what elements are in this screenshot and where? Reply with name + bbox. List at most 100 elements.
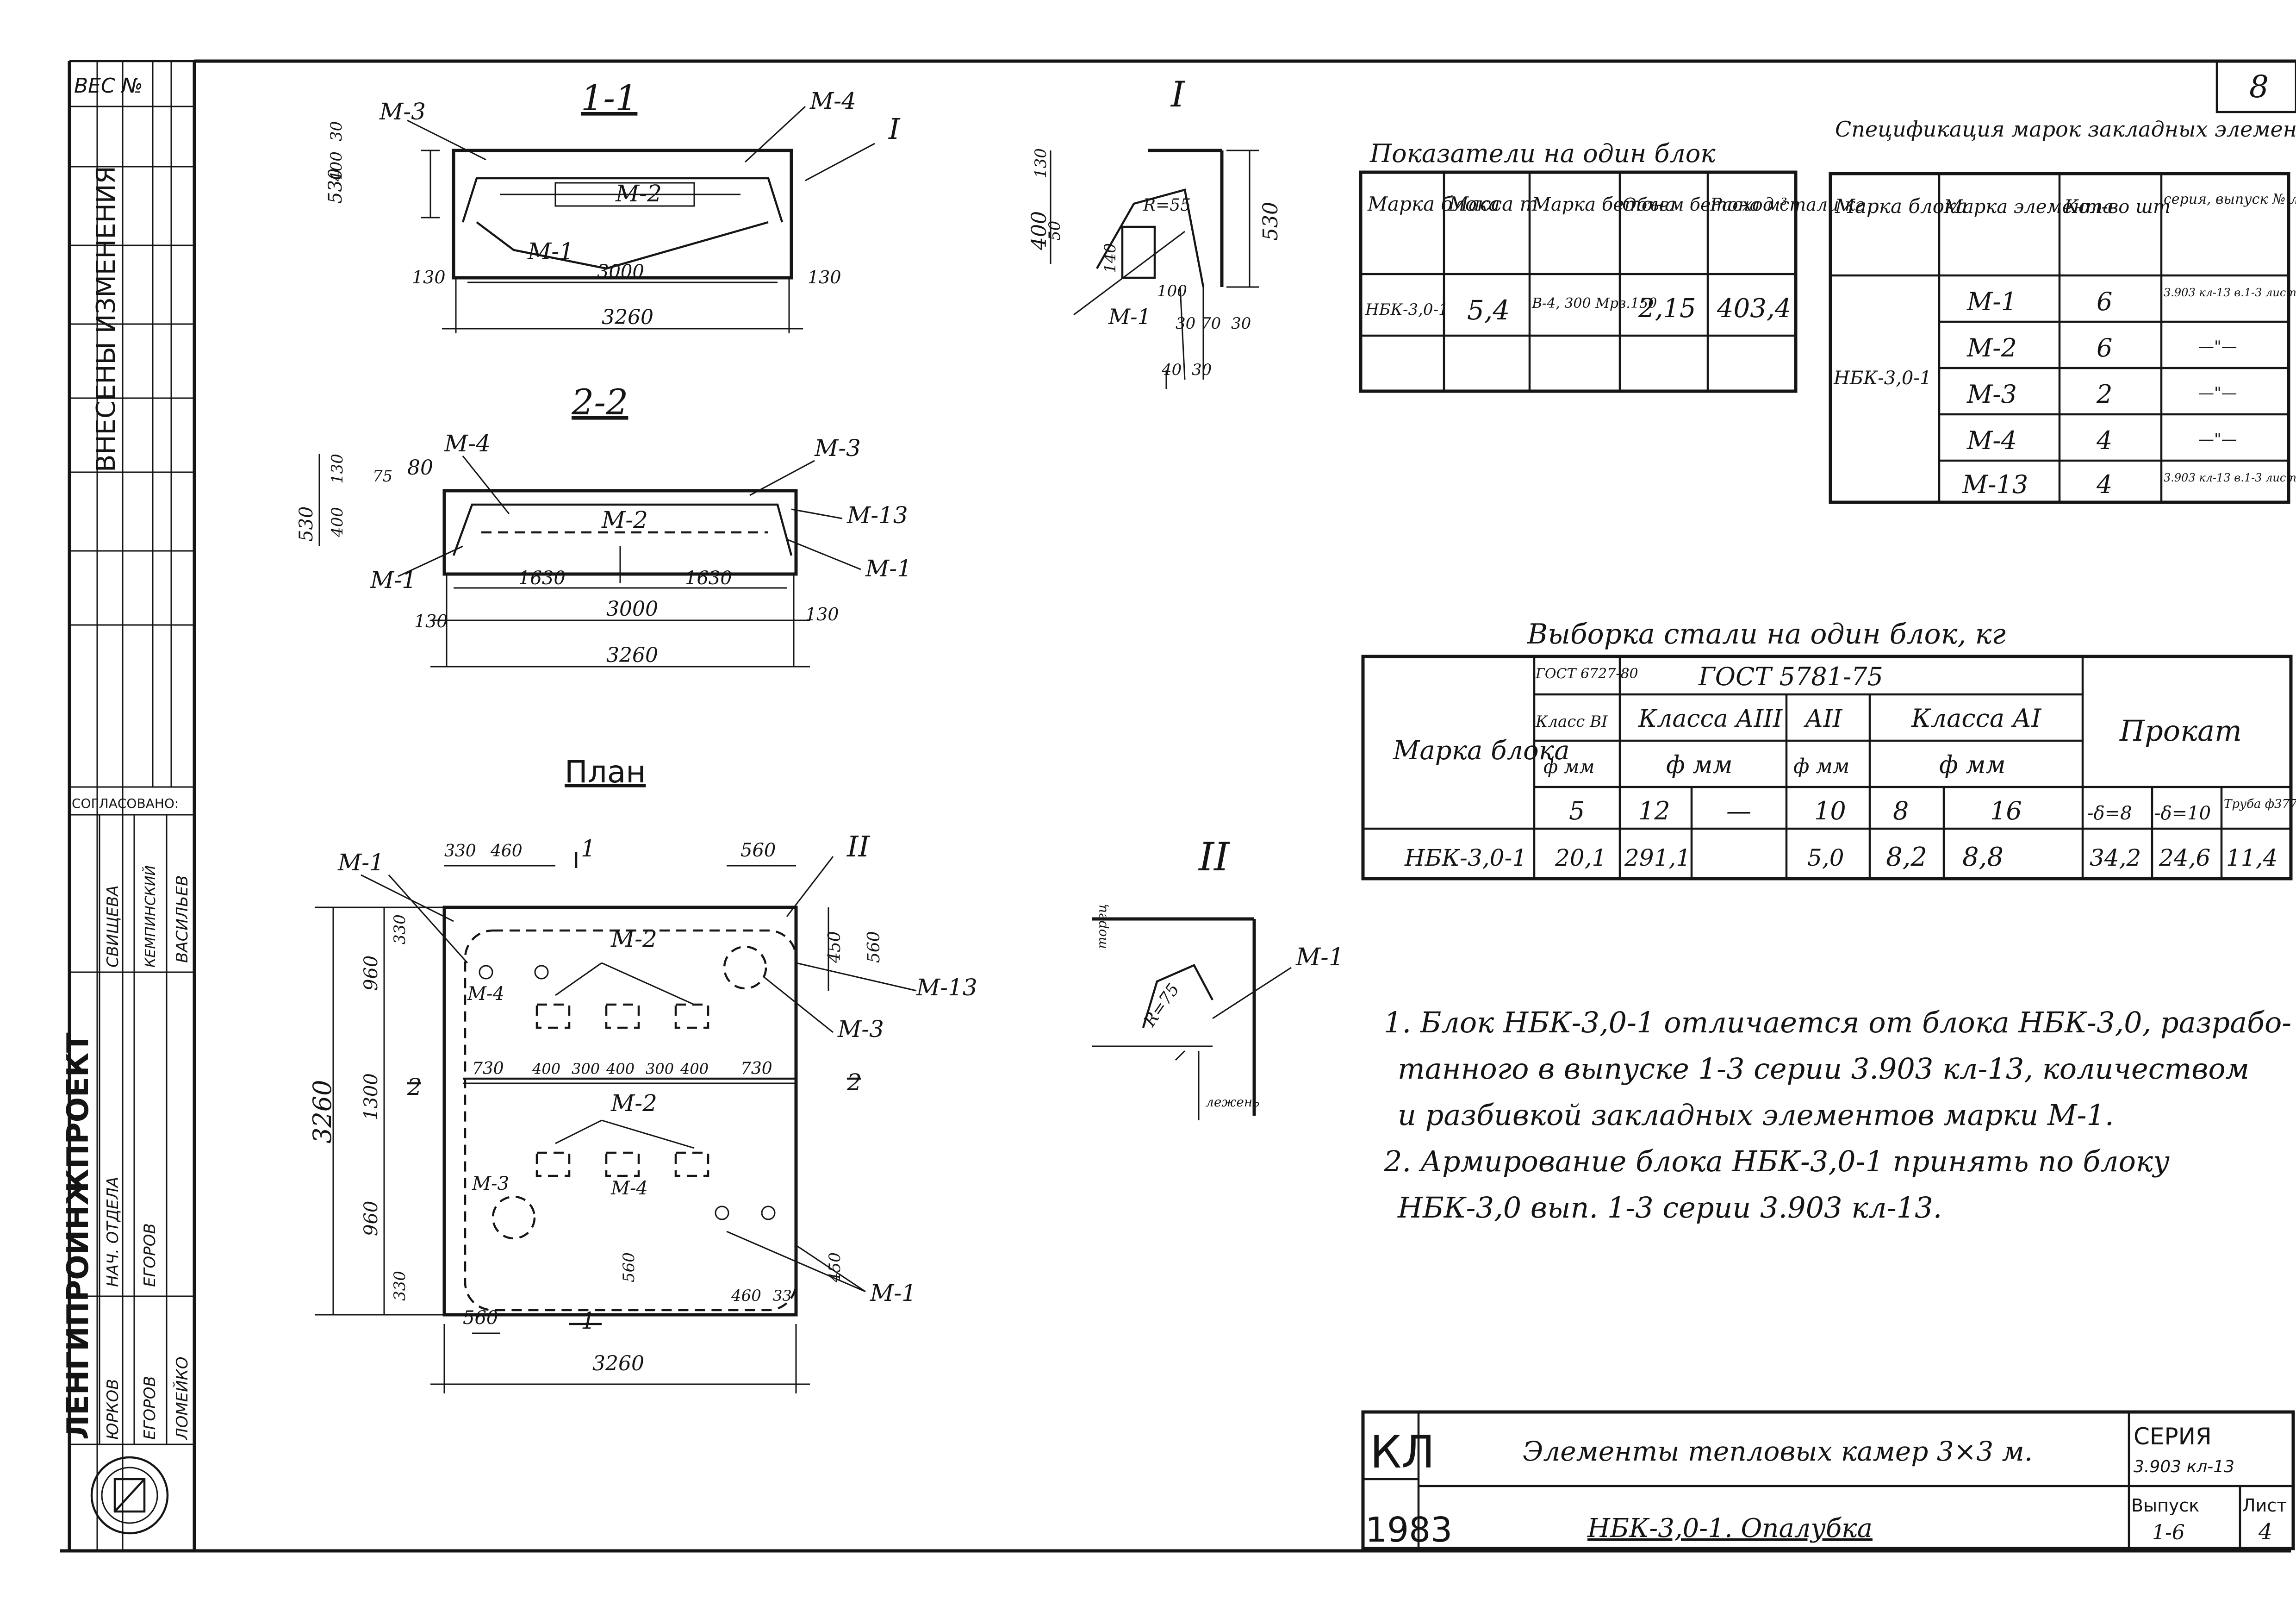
spec-qty-5: 4 [2096,470,2112,499]
plan-section-2-left: 2 [407,1074,422,1100]
s11-label-I: I [888,112,901,146]
steel-table [1361,655,2293,881]
s11-dim-30: 30 [327,121,346,141]
plan-dim-330-top: 330 [444,842,476,861]
s22-dim-1630-r: 1630 [685,568,732,589]
ind-h-2: Масса т [1448,193,1538,215]
tb-series-label: СЕРИЯ [2134,1423,2212,1450]
plan-dim-960-top: 960 [361,956,382,991]
spec-ref-5: 3.903 кл-13 в.1-3 лист 89 [2164,471,2296,484]
note-line-1: 1. Блок НБК-3,0-1 отличается от блока НБ… [1384,1006,2291,1039]
steel-r-6: 8,8 [1962,842,2004,872]
plan-dim-3260-v: 3260 [308,1080,337,1143]
spec-h-4: серия, выпуск № листа [2164,191,2296,207]
plan-mark-m13: М-13 [916,974,977,1001]
steel-r-5: 8,2 [1886,842,1927,872]
detail-I-title: I [1170,74,1186,115]
steel-h-class-4: Класса АI [1911,704,2042,733]
ind-h-4: Объем бетона м³ [1622,194,1787,215]
plan-view: План [308,754,977,1393]
s11-mark-m3: М-3 [379,98,426,125]
section-2-2: 2-2 М-4 М-3 М-13 М-2 М-1 М-1 80 75 530 4… [296,381,912,668]
tb-drawing: НБК-3,0-1. Опалубка [1587,1513,1873,1543]
stamp-signer-4: КЕМПИНСКИЙ [142,865,159,968]
notes: 1. Блок НБК-3,0-1 отличается от блока НБ… [1383,1006,2291,1224]
detailII-mark-m1: М-1 [1295,943,1344,971]
plan-dim-400-a: 400 [532,1060,560,1078]
detailI-dim-140: 140 [1101,243,1120,273]
stamp-org: ЛЕНГИПРОИНЖПРОЕКТ [61,1032,95,1440]
steel-h-prokat: Прокат [2119,714,2242,748]
s22-mark-m2: М-2 [601,506,648,533]
spec-h-2: Марка элемента [1943,196,2114,218]
detailI-dim-30-c: 30 [1192,361,1212,379]
s22-dim-400: 400 [328,507,347,537]
spec-qty-4: 4 [2096,426,2112,455]
s11-dim-530: 530 [325,169,346,204]
tb-sheet-label: Лист [2242,1495,2287,1516]
ind-r-5: 403,4 [1717,294,1791,324]
plan-dim-730-l: 730 [472,1059,504,1078]
spec-h-3: Кол-во шт [2064,196,2171,218]
s22-mark-m1-r: М-1 [865,555,912,582]
detailI-dim-100: 100 [1157,282,1187,300]
s22-dim-80: 80 [407,456,433,480]
s11-dim-400: 400 [327,151,346,182]
detailI-dim-40: 40 [1161,361,1182,379]
plan-dim-460-b: 460 [731,1287,761,1305]
plan-mark-m1-bottom: М-1 [870,1280,916,1306]
plan-dim-450-br: 450 [826,1252,844,1283]
tb-sheet-value: 4 [2258,1519,2273,1545]
section-1-1-title: 1-1 [581,77,637,119]
detailI-dim-130: 130 [1032,148,1050,178]
steel-h-class-3: АII [1803,705,1843,733]
s22-mark-m13: М-13 [846,502,908,529]
sheet-frame [60,59,2296,1553]
spec-ref-1: 3.903 кл-13 в.1-3 лист 88 [2164,286,2296,299]
plan-dim-560-tr: 560 [865,931,884,963]
plan-mark-m2-bottom: М-2 [610,1090,657,1117]
steel-d-4: 10 [1814,796,1846,825]
steel-d-2: 12 [1638,796,1670,825]
s22-dim-75: 75 [373,467,392,486]
spec-el-3: М-3 [1966,380,2017,409]
spec-ref-4: —"— [2198,430,2237,449]
plan-section-2-right: 2 [846,1069,862,1096]
plan-mark-m1-top: М-1 [337,849,384,876]
detailII-label-lezhen: лежень [1206,1094,1259,1110]
s11-mark-m2: М-2 [615,180,662,207]
s22-dim-130-r: 130 [805,604,839,625]
plan-dim-460-top: 460 [490,842,523,861]
detailI-dim-50: 50 [1045,221,1064,241]
spec-el-2: М-2 [1966,333,2017,362]
stamp-role-1: НАЧ. ОТДЕЛА [104,1177,122,1287]
detailI-dim-530: 530 [1259,202,1282,241]
s22-dim-530: 530 [296,506,317,542]
spec-h-1: Марка блока [1835,195,1967,218]
tb-issue-value: 1-6 [2152,1521,2185,1544]
s22-dim-130-v: 130 [328,454,347,484]
steel-d-6: 16 [1990,796,2022,825]
s11-dim-130-r: 130 [808,267,841,287]
steel-r-8: 24,6 [2159,844,2210,871]
detailI-dim-30-a: 30 [1176,314,1195,333]
s22-dim-3000: 3000 [606,597,658,621]
ind-r-4: 2,15 [1638,294,1696,324]
spec-ref-3: —"— [2198,384,2237,402]
plan-dim-450-tr: 450 [825,931,844,963]
plan-dim-33: 33 [773,1287,792,1305]
s22-mark-m4: М-4 [444,430,491,457]
indicators-table: Показатели на один блок [1359,139,1798,393]
plan-mark-m2-top: М-2 [610,925,657,952]
plan-dim-400-b: 400 [606,1060,635,1078]
plan-dim-960-bottom: 960 [361,1201,382,1236]
steel-h-phi-2: ф мм [1666,751,1732,779]
stamp-signer-6: ЕГОРОВ [141,1376,159,1440]
spec-qty-3: 2 [2096,380,2112,409]
spec-table [1829,172,2290,504]
plan-section-1-bottom: 1 [581,1307,596,1334]
plan-dim-730-r: 730 [740,1059,772,1078]
detailI-mark-r55: R=55 [1143,196,1191,215]
steel-h-class-2: Класса АIII [1638,705,1783,733]
detailI-dim-400: 400 [1027,211,1051,250]
